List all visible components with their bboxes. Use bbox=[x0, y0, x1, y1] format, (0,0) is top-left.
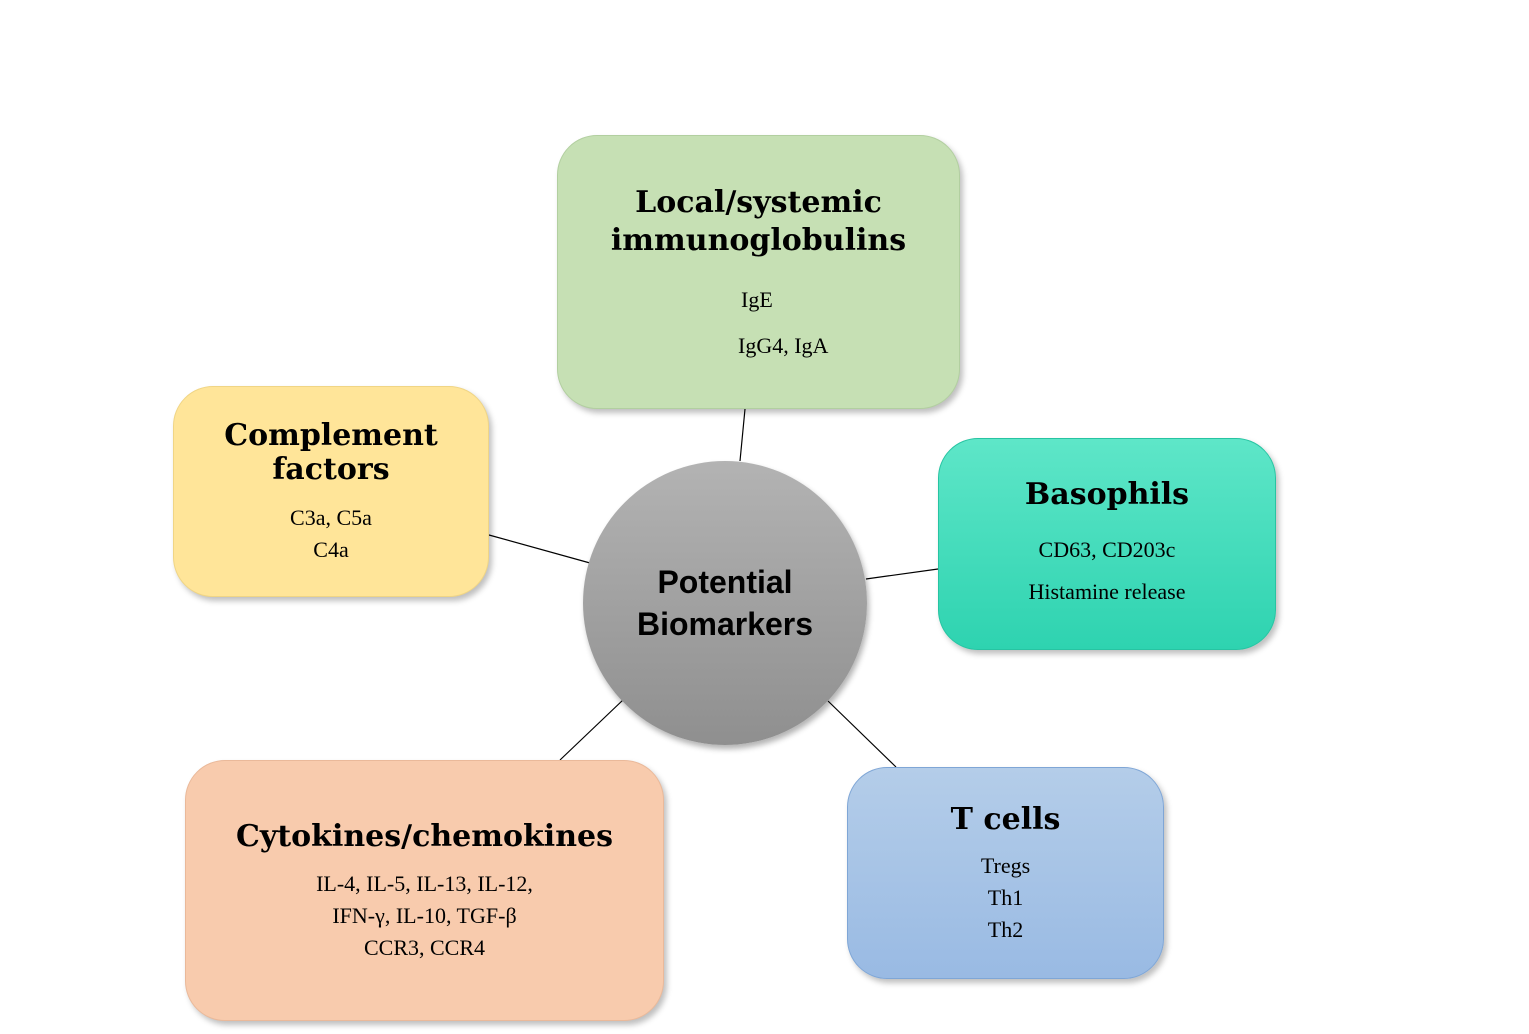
center-hub: Potential Biomarkers bbox=[583, 461, 867, 745]
basophils-title: Basophils bbox=[1024, 477, 1190, 512]
center-title-line1: Potential bbox=[657, 564, 793, 600]
connector-complement bbox=[488, 534, 591, 564]
connector-cytokines bbox=[559, 698, 625, 761]
connector-basophils bbox=[865, 568, 939, 580]
immunoglobulins-node: Local/systemic immunoglobulins IgE IgG4,… bbox=[557, 135, 960, 409]
cytokines-title: Cytokines/chemokines bbox=[236, 819, 613, 854]
cytokines-item: IL-4, IL-5, IL-13, IL-12, bbox=[316, 871, 533, 896]
immunoglobulins-title-line2: immunoglobulins bbox=[610, 223, 907, 258]
tcells-item: Th2 bbox=[987, 917, 1024, 942]
basophils-item: Histamine release bbox=[1028, 579, 1186, 604]
basophils-item: CD63, CD203c bbox=[1038, 537, 1176, 562]
complement-item: C3a, C5a bbox=[290, 505, 372, 530]
tcells-item: Th1 bbox=[987, 885, 1024, 910]
basophils-node: Basophils CD63, CD203c Histamine release bbox=[938, 438, 1276, 650]
tcells-item: Tregs bbox=[980, 853, 1031, 878]
connector-immunoglobulins bbox=[739, 408, 746, 462]
complement-node: Complement factors C3a, C5a C4a bbox=[173, 386, 489, 597]
tcells-node: T cells Tregs Th1 Th2 bbox=[847, 767, 1164, 979]
complement-title-line1: Complement bbox=[224, 418, 438, 453]
immunoglobulins-item: IgE bbox=[741, 287, 773, 312]
cytokines-node: Cytokines/chemokines IL-4, IL-5, IL-13, … bbox=[185, 760, 664, 1021]
immunoglobulins-title-line1: Local/systemic bbox=[635, 185, 882, 220]
connector-tcells bbox=[827, 700, 897, 768]
complement-item: C4a bbox=[313, 537, 349, 562]
cytokines-item: CCR3, CCR4 bbox=[363, 935, 486, 960]
complement-title-line2: factors bbox=[272, 452, 390, 487]
cytokines-item: IFN-γ, IL-10, TGF-β bbox=[332, 903, 517, 928]
tcells-title: T cells bbox=[950, 802, 1061, 837]
immunoglobulins-item: IgG4, IgA bbox=[738, 333, 829, 358]
center-title-line2: Biomarkers bbox=[636, 606, 814, 642]
